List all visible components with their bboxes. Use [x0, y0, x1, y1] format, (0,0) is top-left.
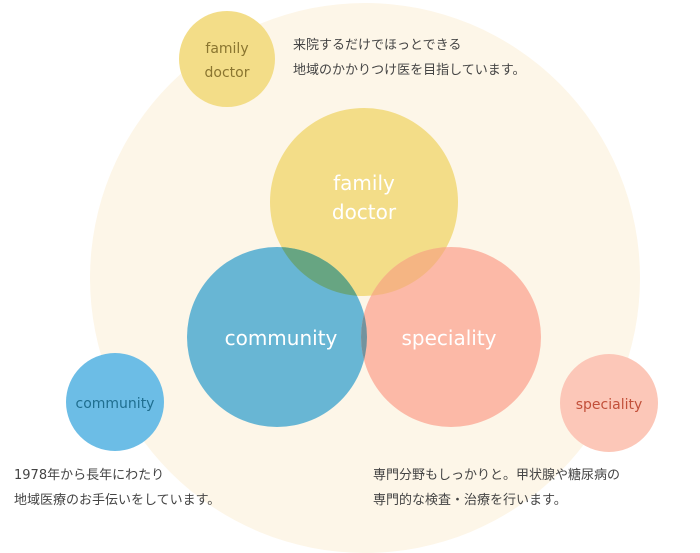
speciality-circle — [361, 247, 541, 427]
speciality-label: speciality — [401, 326, 496, 350]
family-doctor-badge — [179, 11, 275, 107]
family-doctor-badge-line2: doctor — [205, 65, 250, 81]
speciality-description-line1: 専門分野もしっかりと。甲状腺や糖尿病の — [373, 468, 621, 483]
family-doctor-description: 来院するだけでほっとできる 地域のかかりつけ医を目指しています。 — [293, 33, 525, 83]
community-label: community — [225, 326, 338, 350]
family-doctor-circle — [270, 108, 458, 296]
family-doctor-description-line2: 地域のかかりつけ医を目指しています。 — [293, 63, 526, 78]
speciality-badge — [560, 354, 658, 452]
community-badge-label: community — [76, 396, 155, 412]
community-description: 1978年から長年にわたり 地域医療のお手伝いをしています。 — [14, 463, 220, 513]
speciality-badge-label: speciality — [576, 397, 643, 413]
community-circle — [187, 247, 367, 427]
family-doctor-label-line1: family — [333, 171, 395, 195]
family-doctor-label-line2: doctor — [332, 200, 397, 224]
community-description-line1: 1978年から長年にわたり — [14, 468, 165, 483]
community-description-line2: 地域医療のお手伝いをしています。 — [14, 493, 221, 508]
speciality-description-line2: 専門的な検査・治療を行います。 — [373, 493, 567, 508]
speciality-description: 専門分野もしっかりと。甲状腺や糖尿病の 専門的な検査・治療を行います。 — [373, 463, 620, 513]
family-doctor-badge-line1: family — [205, 41, 248, 57]
family-doctor-description-line1: 来院するだけでほっとできる — [293, 38, 462, 53]
community-badge — [66, 353, 164, 451]
